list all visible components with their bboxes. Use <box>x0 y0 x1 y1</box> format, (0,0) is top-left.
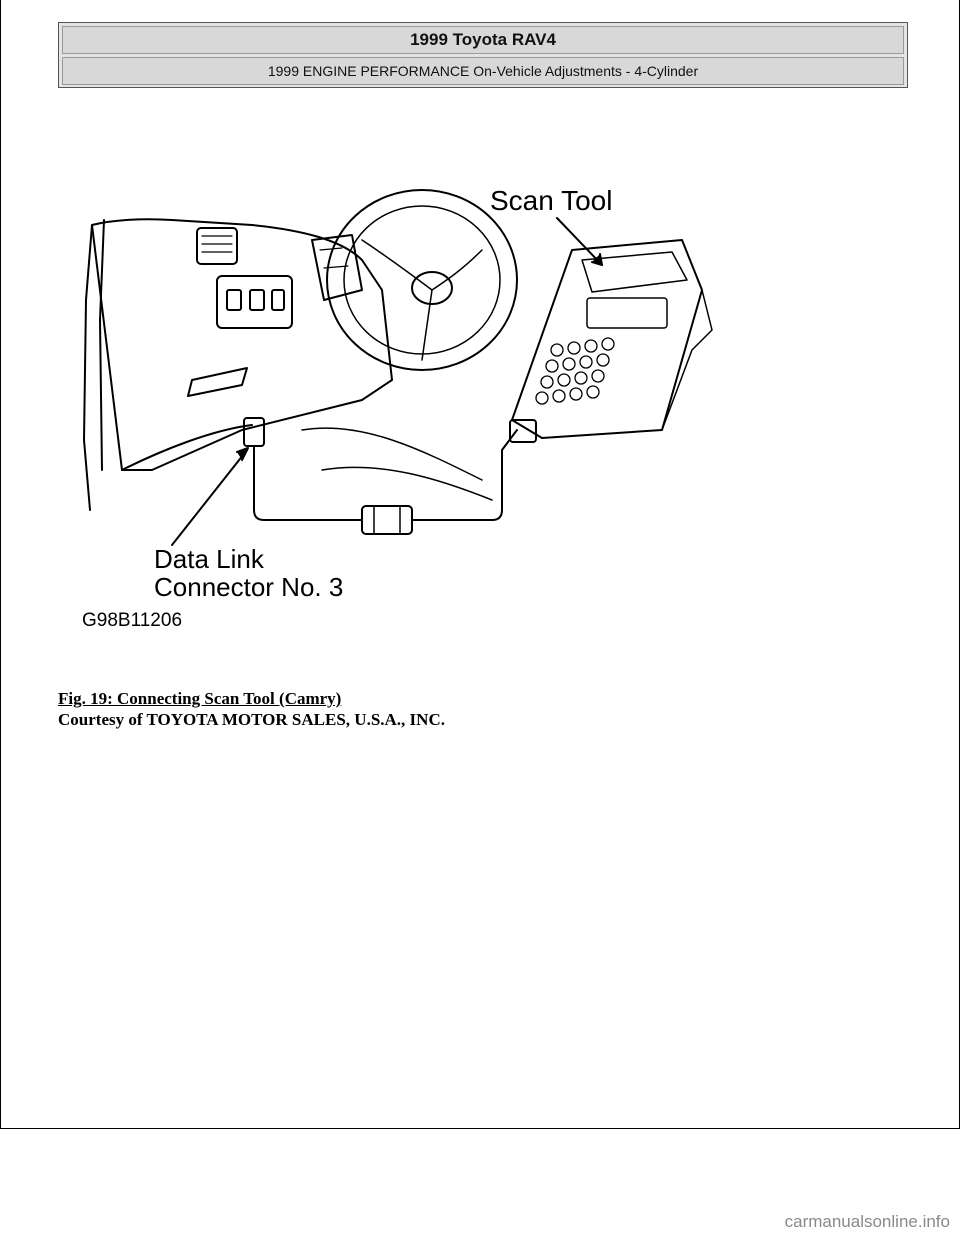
cable-connector <box>361 505 413 535</box>
dlc-label-line2: Connector No. 3 <box>154 572 343 602</box>
dlc-arrowhead <box>236 447 249 461</box>
dlc-label-line1: Data Link <box>154 544 265 574</box>
watermark: carmanualsonline.info <box>784 1212 950 1231</box>
steering-wheel <box>326 189 518 371</box>
lower-panel <box>121 424 253 471</box>
scan-tool-label: Scan Tool <box>490 185 612 216</box>
cable <box>253 429 518 521</box>
figure-title-link[interactable]: Fig. 19: Connecting Scan Tool (Camry) <box>58 689 342 708</box>
courtesy-line: Courtesy of TOYOTA MOTOR SALES, U.S.A., … <box>58 710 445 729</box>
air-vent <box>196 227 238 265</box>
dashboard-outline <box>91 218 393 471</box>
data-link-connector <box>243 417 265 447</box>
figure-caption: Fig. 19: Connecting Scan Tool (Camry) Co… <box>58 688 445 730</box>
scan-tool-leader <box>556 217 603 266</box>
pillar-line-2 <box>99 219 105 471</box>
figure-code: G98B11206 <box>82 610 182 631</box>
illustration-svg: Scan Tool Data Link Connector No. 3 G98B… <box>82 185 713 631</box>
vehicle-title: 1999 Toyota RAV4 <box>62 26 904 54</box>
switch-panel <box>216 275 293 329</box>
dlc-leader <box>171 449 248 546</box>
scan-tool-plug <box>509 419 537 443</box>
scan-tool-body <box>511 239 703 439</box>
scan-tool-arrowhead <box>591 253 603 266</box>
steering-column <box>311 234 363 301</box>
scan-tool-illustration: Scan Tool Data Link Connector No. 3 G98B… <box>62 180 722 640</box>
pillar-line <box>83 224 93 511</box>
document-header: 1999 Toyota RAV4 1999 ENGINE PERFORMANCE… <box>58 22 908 88</box>
section-title: 1999 ENGINE PERFORMANCE On-Vehicle Adjus… <box>62 57 904 85</box>
dash-slot <box>187 367 248 397</box>
